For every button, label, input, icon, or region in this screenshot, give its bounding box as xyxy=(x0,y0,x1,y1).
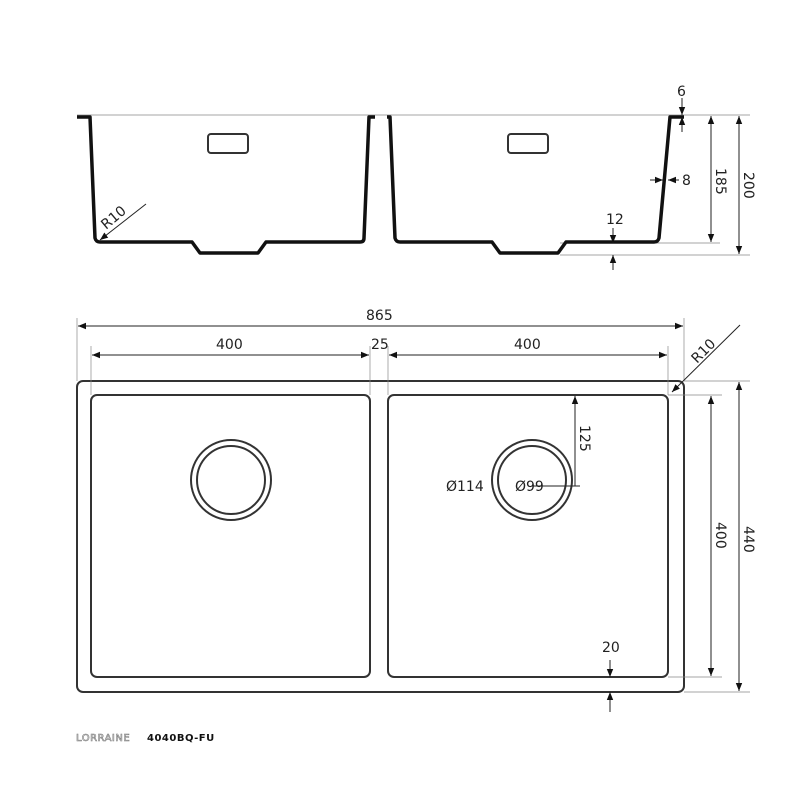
dim-overall-width: 865 xyxy=(366,308,393,324)
dim-radius-plan: R10 xyxy=(689,336,720,367)
logo-model: 4040BQ-FU xyxy=(147,733,215,744)
dim-wall: 8 xyxy=(682,173,691,189)
dim-lip: 6 xyxy=(677,84,686,100)
dim-drain-offset: 125 xyxy=(576,425,592,452)
dim-depth-total: 200 xyxy=(740,172,756,199)
plan-view xyxy=(76,318,750,712)
dim-bottom: 12 xyxy=(606,212,624,228)
dim-rim: 20 xyxy=(602,640,620,656)
side-profile xyxy=(77,98,750,270)
dim-drain-inner: Ø99 xyxy=(515,479,544,495)
dim-depth-inner: 185 xyxy=(712,168,728,195)
dim-bowl-depth: 400 xyxy=(712,522,728,549)
dim-bowl-left-width: 400 xyxy=(216,337,243,353)
dim-divider: 25 xyxy=(371,337,389,353)
logo-brand: LORRAINE xyxy=(76,733,130,744)
dim-drain-outer: Ø114 xyxy=(446,479,484,495)
dim-overall-depth: 440 xyxy=(740,526,756,553)
dim-bowl-right-width: 400 xyxy=(514,337,541,353)
